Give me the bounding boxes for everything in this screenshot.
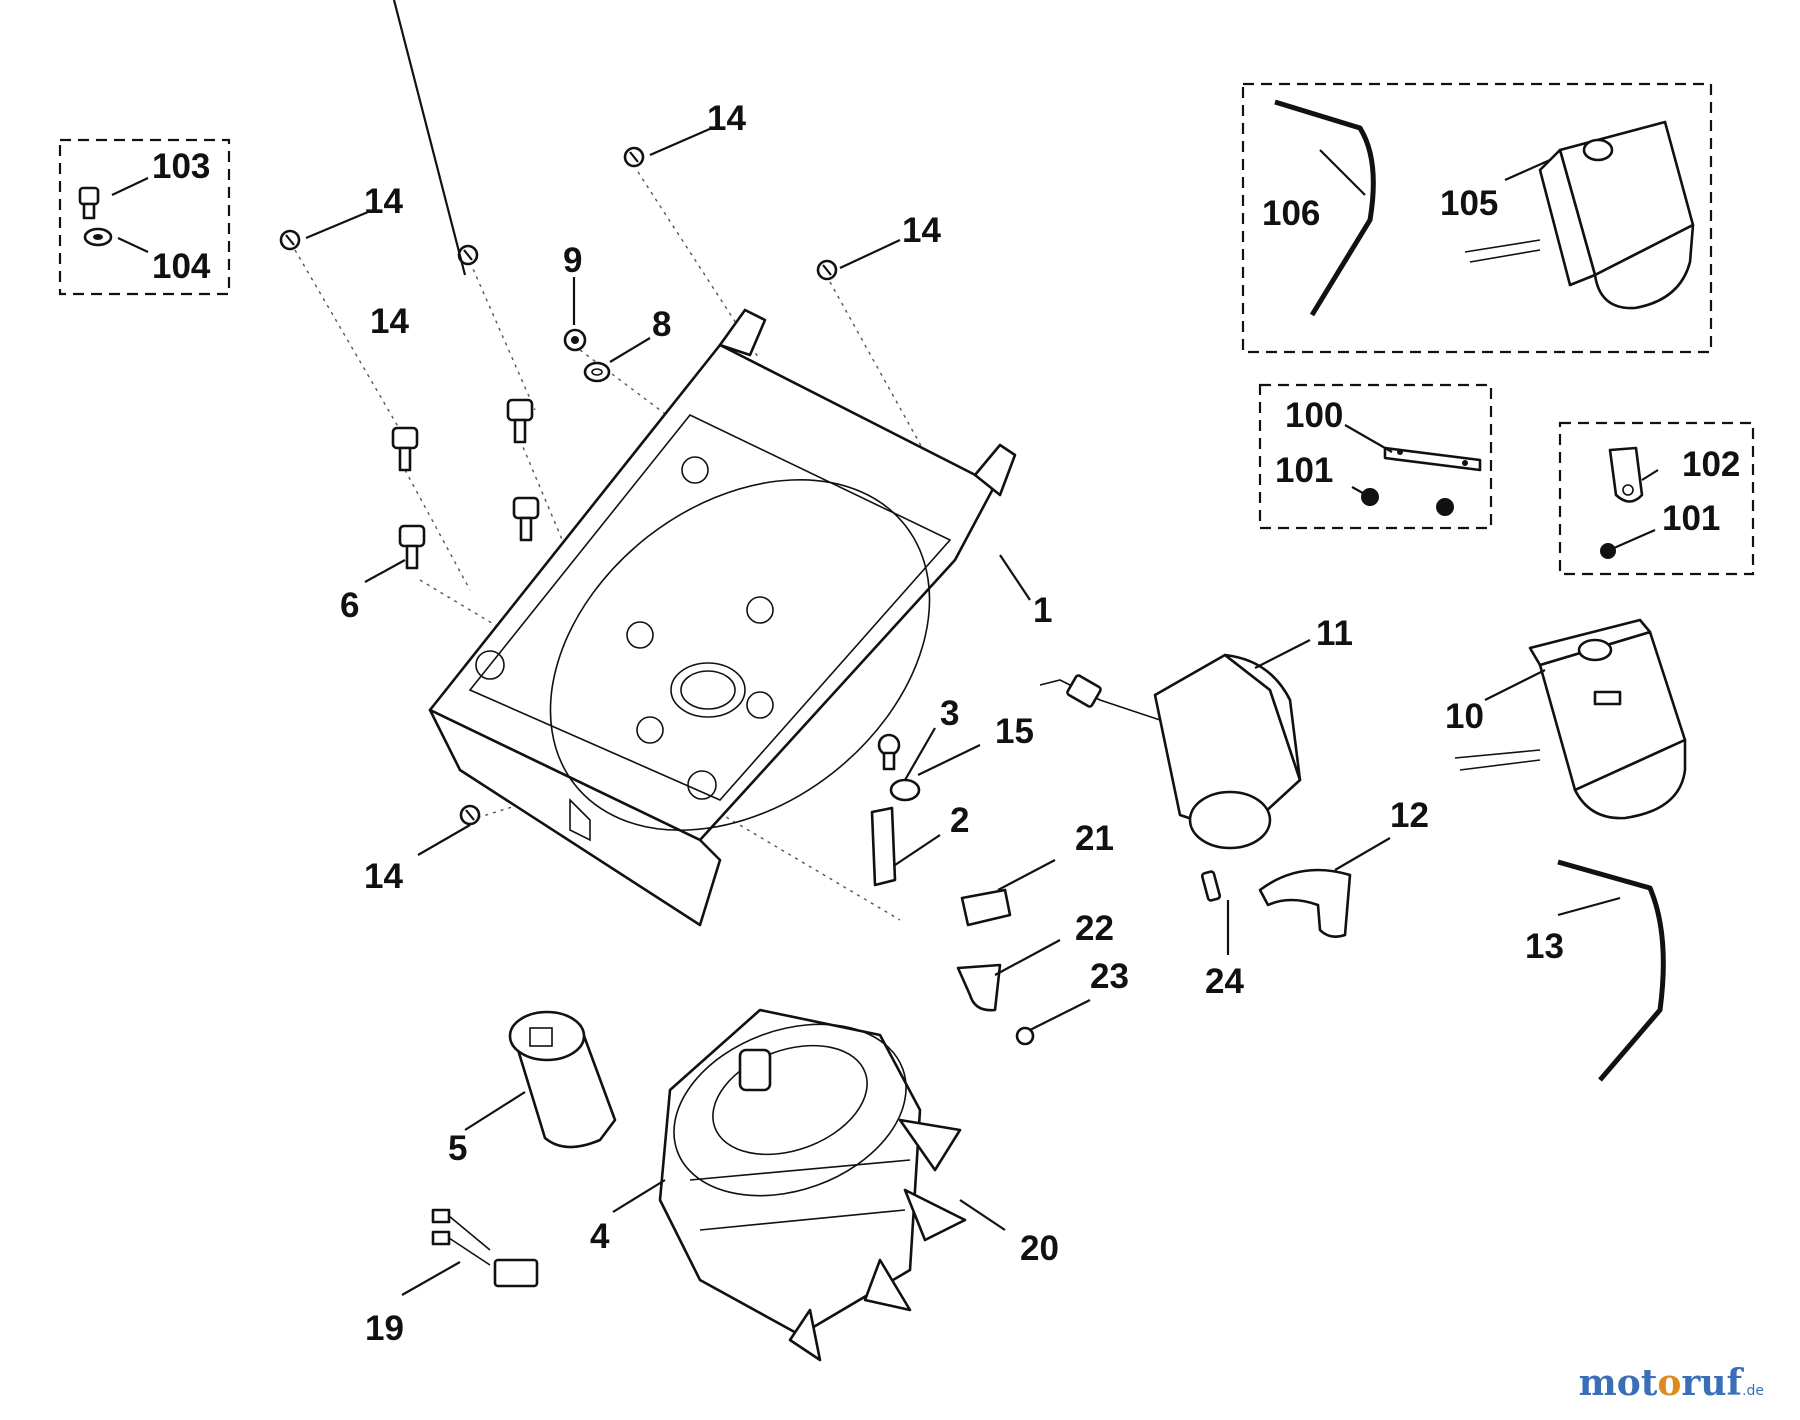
callout-101-b: 101 [1662, 499, 1720, 538]
callout-101-a: 101 [1275, 451, 1333, 490]
kit-box-100-101 [1258, 383, 1493, 530]
connector-19 [431, 1208, 539, 1288]
callout-5: 5 [448, 1129, 467, 1168]
screw-103 [78, 186, 100, 220]
callout-104: 104 [152, 247, 211, 286]
kit-box-105-106 [1241, 82, 1713, 354]
capacitor-5 [508, 1010, 617, 1149]
callout-19: 19 [365, 1309, 404, 1348]
clamp-102 [1608, 446, 1644, 503]
screw-14-d [816, 259, 838, 281]
switch-21 [960, 888, 1012, 927]
callout-14-b: 14 [370, 302, 409, 341]
callout-103: 103 [152, 147, 210, 186]
pin-24 [1200, 870, 1222, 902]
callout-100: 100 [1285, 396, 1343, 435]
watermark-logo: motoruf.de [1578, 1362, 1764, 1404]
actuator-11 [1039, 653, 1302, 850]
rod-13 [1557, 859, 1666, 1082]
screw-3 [877, 733, 901, 771]
motor-housing-part [428, 308, 1017, 927]
washer-15 [889, 778, 921, 802]
callout-11: 11 [1316, 614, 1353, 653]
washer-8 [583, 361, 611, 383]
callout-22: 22 [1075, 909, 1114, 948]
gearbox-105 [1464, 120, 1695, 310]
callout-4: 4 [590, 1217, 610, 1256]
callout-1: 1 [1033, 591, 1052, 630]
callout-14-e: 14 [364, 857, 403, 896]
kit-box-103-104 [58, 138, 231, 296]
callout-14-c: 14 [707, 99, 746, 138]
block-2 [870, 806, 897, 887]
rod-106 [1274, 99, 1376, 317]
callout-10: 10 [1445, 697, 1484, 736]
clip-12 [1258, 868, 1352, 938]
callout-13: 13 [1525, 927, 1564, 966]
screw-101-b [1436, 498, 1454, 516]
bracket-100 [1383, 446, 1482, 472]
motor-4 [658, 1008, 922, 1337]
leader-lines [111, 0, 1659, 1296]
callout-105: 105 [1440, 184, 1498, 223]
callout-12: 12 [1390, 796, 1429, 835]
callout-23: 23 [1090, 957, 1129, 996]
washer-104 [83, 227, 113, 247]
bolt-6-group [391, 398, 540, 570]
screw-101-c [1600, 543, 1616, 559]
callout-2: 2 [950, 801, 969, 840]
screw-14-e [459, 804, 481, 826]
callout-14-d: 14 [902, 211, 941, 250]
callout-106: 106 [1262, 194, 1320, 233]
screw-14-a [279, 229, 301, 251]
nut-9 [563, 328, 587, 352]
cam-22 [956, 963, 1002, 1012]
callout-14-a: 14 [364, 182, 403, 221]
callout-21: 21 [1075, 819, 1114, 858]
callout-15: 15 [995, 712, 1034, 751]
callout-9: 9 [563, 241, 582, 280]
callout-20: 20 [1020, 1229, 1059, 1268]
screw-23 [1015, 1026, 1035, 1046]
kit-box-101-102 [1558, 421, 1755, 576]
gearbox-10 [1454, 618, 1687, 820]
fan-20 [788, 1118, 967, 1362]
callout-8: 8 [652, 305, 671, 344]
screw-14-c [623, 146, 645, 168]
callout-24: 24 [1205, 962, 1244, 1001]
callout-3: 3 [940, 694, 959, 733]
callout-102: 102 [1682, 445, 1740, 484]
callout-6: 6 [340, 586, 359, 625]
